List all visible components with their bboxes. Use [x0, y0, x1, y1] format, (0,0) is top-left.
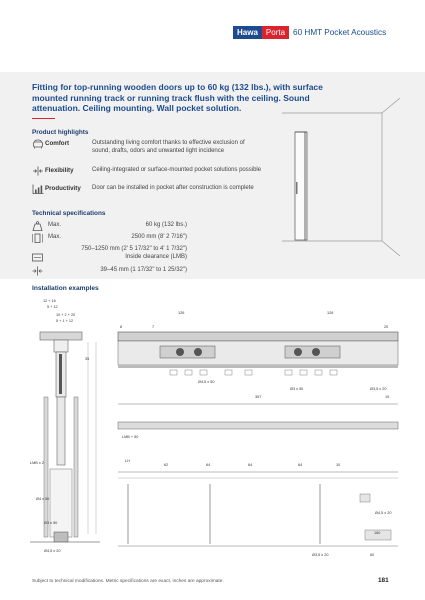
highlight-label: Comfort: [45, 140, 70, 147]
accent-rule: [32, 118, 55, 120]
spec-value-sub: Inside clearance (LMB): [125, 254, 187, 260]
flexibility-icon: [33, 166, 43, 176]
dim-label: LH: [125, 459, 130, 463]
track-elevation: [117, 331, 399, 405]
dim-label: Ø3 x 50: [44, 521, 57, 525]
dim-label: Ø3 x 50: [290, 387, 303, 391]
comfort-icon: [33, 139, 43, 149]
dim-label: 19: [385, 395, 389, 399]
section-view: [30, 331, 100, 543]
dim-label: Ø3,5 x 20: [370, 387, 386, 391]
pocket-elevation: [117, 421, 399, 547]
dim-label: 5 + 12: [47, 305, 58, 309]
dim-label: 20: [384, 325, 388, 329]
product-name: 60 HMT Pocket Acoustics: [293, 28, 387, 37]
highlight-description: Outstanding living comfort thanks to eff…: [92, 140, 245, 154]
intro-panel: [0, 72, 425, 279]
highlights-title: Product highlights: [32, 129, 89, 136]
highlight-label: Flexibility: [45, 167, 74, 174]
dim-label: 64: [298, 463, 302, 467]
productivity-icon: [32, 184, 44, 194]
spec-clearance: 750–1250 mm (2' 5 17/32" to 4' 1 7/32") …: [32, 246, 187, 263]
clearance-icon: [32, 253, 43, 262]
specs-title: Technical specifications: [32, 210, 106, 217]
brand-porta-logo: Porta: [261, 26, 290, 39]
highlight-description: Ceiling-integrated or surface-mounted po…: [92, 167, 262, 173]
dim-label: Ø4,5 x 20: [44, 549, 60, 553]
dim-label: 160: [374, 531, 380, 535]
spec-value: 39–45 mm (1 17/32" to 1 25/32"): [100, 267, 187, 273]
spec-value: 2500 mm (8' 2 7/16"): [131, 234, 187, 240]
highlight-label: Productivity: [45, 185, 81, 192]
spec-value: 750–1250 mm (2' 5 17/32" to 4' 1 7/32"): [81, 246, 187, 252]
highlight-description: Door can be installed in pocket after co…: [92, 185, 254, 191]
dim-label: 357: [255, 395, 261, 399]
brand-hawa-logo: Hawa: [233, 26, 262, 39]
room-illustration: [282, 97, 401, 257]
spec-door-width: Max. 2500 mm (8' 2 7/16"): [32, 233, 187, 243]
footer-note: Subject to technical modifications. Metr…: [32, 579, 224, 584]
dim-label: Ø4 x 50: [36, 497, 49, 501]
dim-label: LMB + 50: [122, 435, 138, 439]
dim-label: Ø3,5 x 20: [312, 553, 328, 557]
dim-label: 126: [178, 311, 184, 315]
dim-label: Ø4,5 x 50: [198, 380, 214, 384]
installation-drawing: 12 + 16 5 + 12 10 + 2 + 20 5 + 1 + 12 35…: [30, 299, 399, 557]
door-width-icon: [32, 233, 43, 243]
dim-label: LMB x 2: [30, 461, 44, 465]
brand-header: Hawa Porta 60 HMT Pocket Acoustics: [233, 26, 386, 39]
dim-label: 10: [336, 463, 340, 467]
dim-label: 60: [370, 553, 374, 557]
spec-thickness: 39–45 mm (1 17/32" to 1 25/32"): [32, 266, 187, 276]
dim-label: 7: [152, 325, 154, 329]
spec-value: 60 kg (132 lbs.): [145, 222, 187, 228]
dim-label: 64: [206, 463, 210, 467]
dim-label: Ø4,5 x 20: [375, 511, 391, 515]
highlight-flexibility: Flexibility Ceiling-integrated or surfac…: [32, 166, 282, 196]
dim-label: 62: [164, 463, 168, 467]
dim-label: 5 + 1 + 12: [56, 319, 73, 323]
dim-label: 35: [85, 357, 89, 361]
installation-title: Installation examples: [32, 285, 99, 292]
highlight-comfort: Comfort Outstanding living comfort thank…: [32, 139, 282, 169]
headline: Fitting for top-running wooden doors up …: [32, 82, 323, 113]
dim-label: 10 + 2 + 20: [56, 313, 75, 317]
dim-label: 8: [120, 325, 122, 329]
weight-icon: [32, 221, 43, 231]
spec-label: Max.: [48, 234, 62, 240]
dim-label: 126: [327, 311, 333, 315]
dim-label: 64: [248, 463, 252, 467]
spec-weight: Max. 60 kg (132 lbs.): [32, 221, 187, 231]
spec-label: Max.: [48, 222, 62, 228]
dim-label: 12 + 16: [43, 299, 56, 303]
page-number: 181: [378, 577, 389, 584]
highlight-productivity: Productivity Door can be installed in po…: [32, 184, 282, 214]
thickness-icon: [32, 266, 43, 276]
